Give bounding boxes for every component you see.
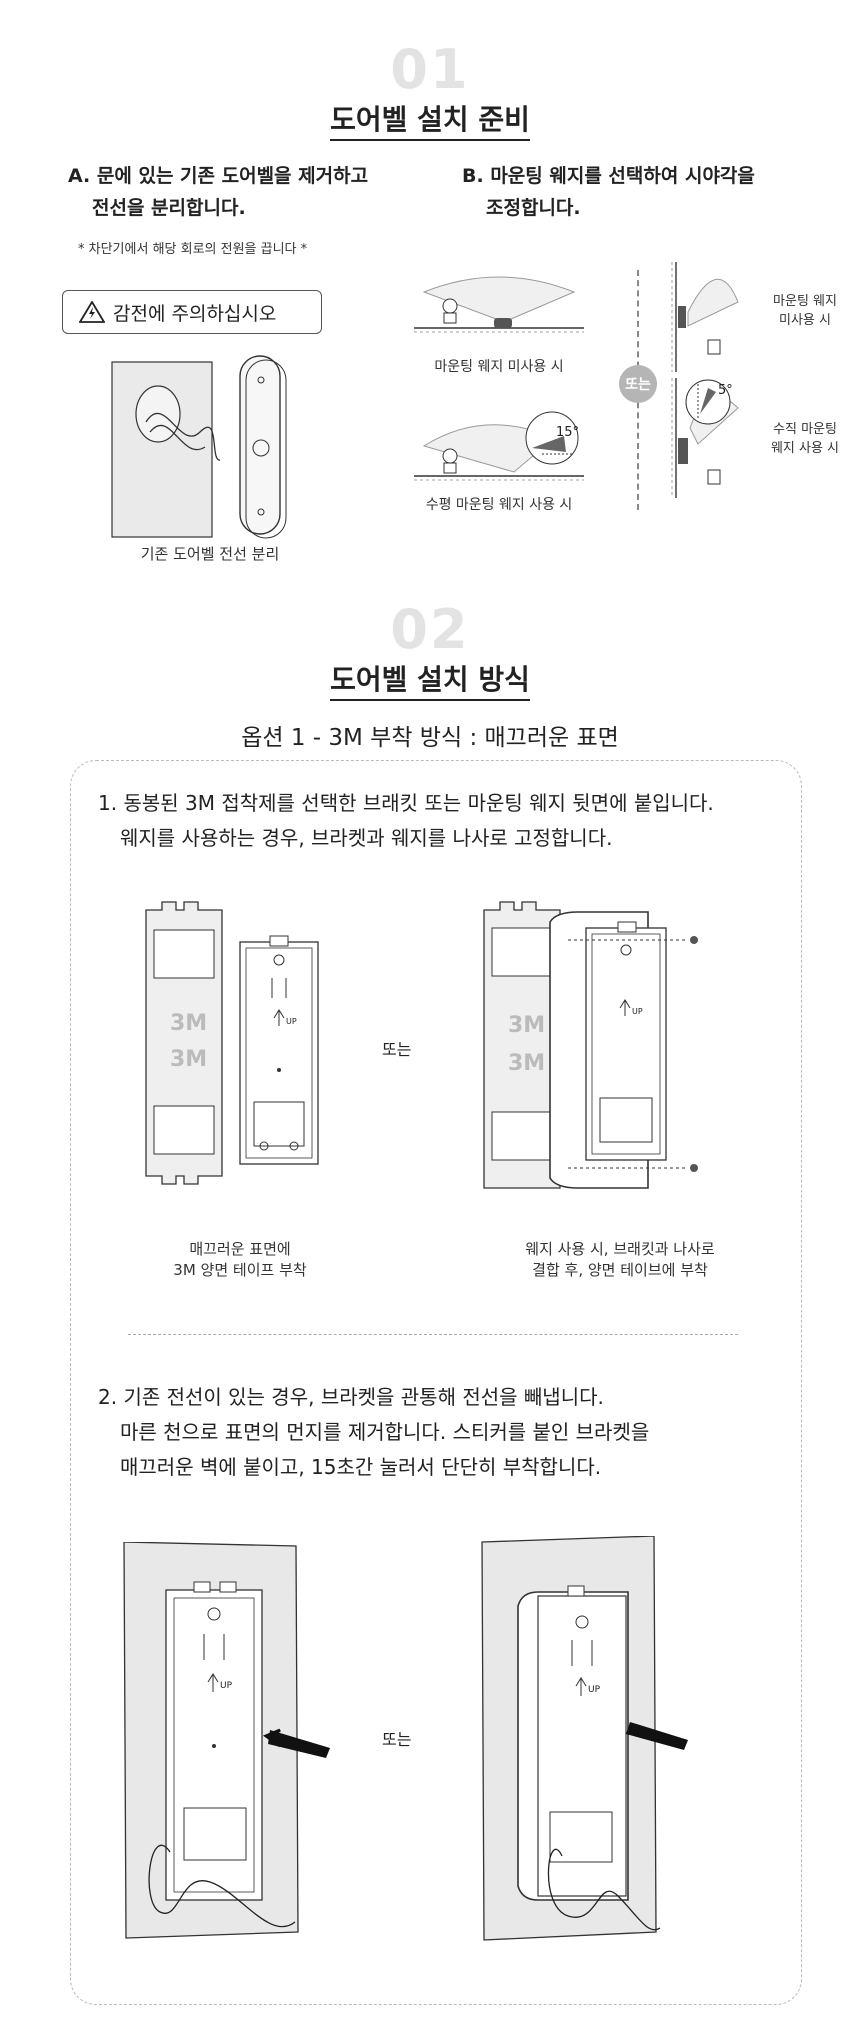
wedge-with-bracket: 3M 3M UP	[483, 901, 698, 1189]
option-title: 옵션 1 - 3M 부착 방식 : 매끄러운 표면	[241, 725, 619, 751]
power-off-note: * 차단기에서 해당 회로의 전원을 끕니다 *	[78, 242, 308, 257]
vertical-wedge-view: 5°	[671, 378, 739, 498]
electric-shock-warning: 감전에 주의하십시오	[62, 290, 322, 334]
old-doorbell-illustration	[111, 355, 287, 539]
svg-text:3M: 3M	[508, 1051, 545, 1076]
step-2-text: 2. 기존 전선이 있는 경우, 브라켓을 관통해 전선을 빼냅니다. 마른 천…	[98, 1385, 650, 1479]
or-text-2: 또는	[382, 1730, 412, 1749]
divider-horizontal	[128, 1334, 738, 1335]
svg-text:3M: 3M	[508, 1013, 545, 1038]
step-b-text: B. 마운팅 웨지를 선택하여 시야각을 조정합니다.	[462, 165, 755, 219]
up-label-4: UP	[588, 1685, 601, 1695]
up-label-1: UP	[286, 1017, 297, 1026]
caption-no-wedge-side: 마운팅 웨지 미사용 시	[773, 294, 837, 328]
caption-3m-tape: 매끄러운 표면에 3M 양면 테이프 부착	[173, 1240, 307, 1279]
step-a-text: A. 문에 있는 기존 도어벨을 제거하고 전선을 분리합니다.	[68, 165, 369, 219]
step-1-text: 1. 동봉된 3M 접착제를 선택한 브래킷 또는 마운팅 웨지 뒷면에 붙입니…	[98, 791, 714, 850]
caption-remove-wires: 기존 도어벨 전선 분리	[140, 545, 280, 563]
bracket-with-3m-tape: 3M 3M UP	[145, 901, 319, 1185]
or-badge: 또는	[619, 365, 657, 403]
up-label-3: UP	[220, 1681, 233, 1691]
wedge-on-wall-illustration: UP	[481, 1536, 688, 1941]
tape-label-3m-2: 3M	[170, 1047, 207, 1072]
section-number-01: 01	[390, 38, 470, 101]
horizontal-wedge-view: 15°	[414, 411, 584, 481]
section-title-prep: 도어벨 설치 준비	[0, 98, 860, 141]
horizontal-angle-label: 15°	[556, 425, 579, 440]
caption-no-wedge: 마운팅 웨지 미사용 시	[434, 359, 564, 375]
tape-label-3m-1: 3M	[170, 1011, 207, 1036]
caption-vertical-wedge: 수직 마운팅 웨지 사용 시	[770, 422, 840, 456]
vertical-angle-label: 5°	[718, 383, 733, 398]
no-wedge-top-view	[414, 276, 584, 333]
up-label-2: UP	[632, 1007, 643, 1016]
or-text-1: 또는	[382, 1040, 412, 1059]
no-wedge-side-view	[671, 262, 739, 372]
bracket-on-wall-illustration: UP	[123, 1542, 330, 1939]
section-number-02: 02	[390, 598, 470, 661]
warning-triangle-icon	[79, 301, 105, 323]
warning-label: 감전에 주의하십시오	[113, 302, 277, 325]
section-title-install: 도어벨 설치 방식	[0, 658, 860, 701]
instructions-panel	[70, 760, 802, 2005]
caption-wedge-bracket: 웨지 사용 시, 브래킷과 나사로 결합 후, 양면 테이브에 부착	[525, 1240, 715, 1279]
caption-horizontal-wedge: 수평 마운팅 웨지 사용 시	[425, 497, 573, 513]
